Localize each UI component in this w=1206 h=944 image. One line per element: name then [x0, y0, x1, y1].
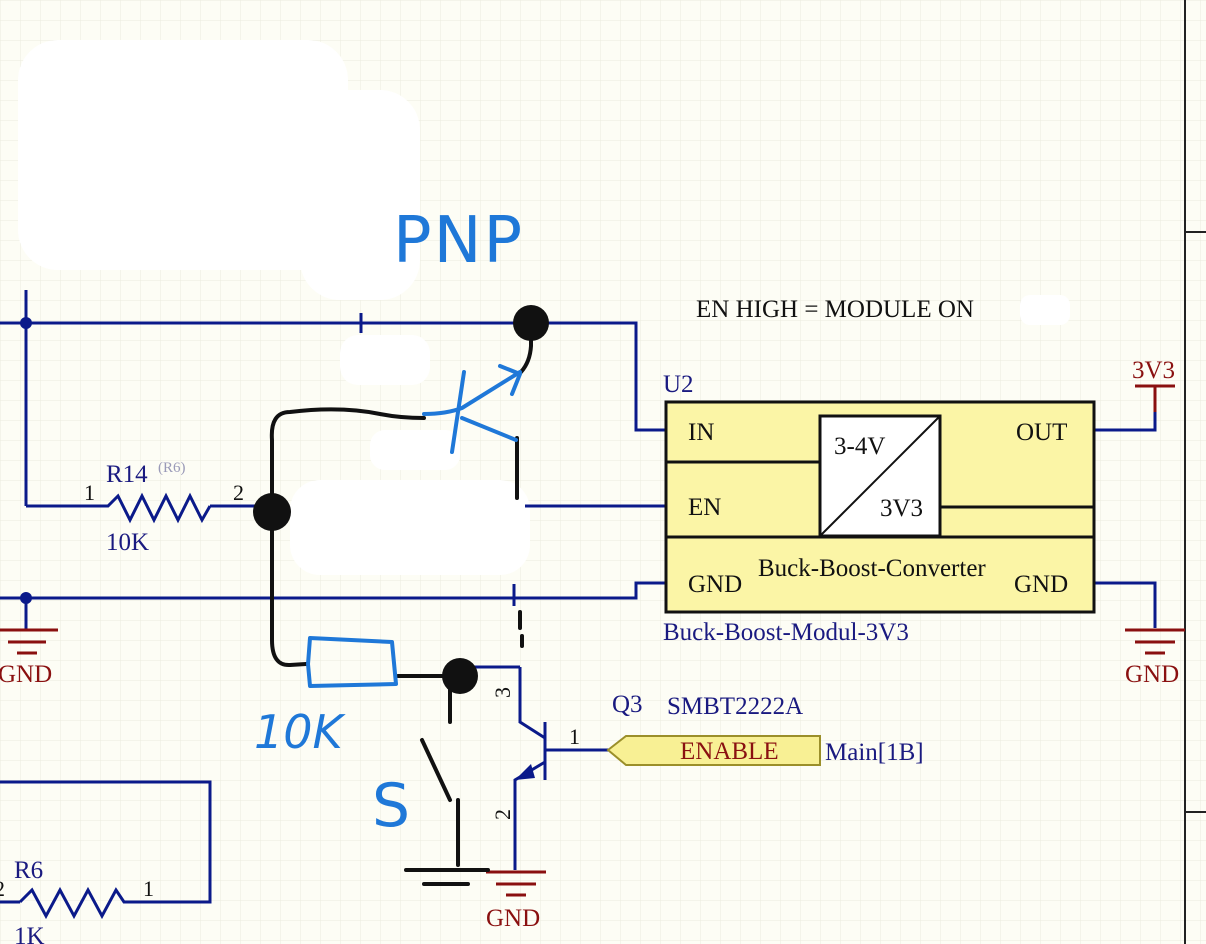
q3-collector-lead — [518, 667, 546, 740]
transistor-q3[interactable] — [513, 667, 547, 840]
hand-ground — [404, 868, 490, 886]
converter-out-voltage: 3V3 — [880, 495, 923, 522]
q3-pin3-number: 3 — [490, 687, 515, 698]
r6-zigzag — [18, 886, 178, 920]
hand-switch-lever — [420, 738, 452, 802]
r14-value: 10K — [106, 529, 149, 556]
junction-dot — [20, 317, 32, 329]
q3-emitter-arrow — [515, 764, 535, 780]
gnd-label-bottom: GND — [486, 905, 540, 932]
gnd-symbol-bottom[interactable] — [486, 870, 546, 897]
handdrawn-junctions — [253, 305, 549, 694]
resistor-r14[interactable]: R14 (R6) 1 2 10K — [58, 460, 244, 556]
r6-value: 1K — [14, 923, 45, 944]
redaction-mark — [18, 40, 1070, 575]
u2-pin-gnd-right: GND — [1014, 571, 1068, 598]
r14-pin1-number: 1 — [84, 480, 95, 505]
pnp-label: PNP — [393, 204, 524, 278]
gnd-right-wire — [1094, 581, 1157, 628]
q3-pin1-number: 1 — [569, 724, 580, 749]
enable-sheet-ref: Main[1B] — [825, 739, 924, 766]
enable-port-shape — [606, 735, 821, 766]
net-top-wire — [0, 321, 666, 432]
out-wire — [1094, 412, 1157, 432]
converter-in-voltage: 3-4V — [834, 433, 885, 460]
u2-designator: U2 — [663, 371, 694, 398]
gnd-symbol-left[interactable] — [0, 628, 58, 655]
r14-designator: R14 — [106, 461, 148, 488]
r6-box-wire — [0, 780, 212, 904]
annotation-note: EN HIGH = MODULE ON — [696, 296, 974, 323]
sheet-border — [1184, 0, 1206, 944]
resistor-r6[interactable]: R6 1 2 1K — [0, 857, 178, 944]
converter-diagonal — [819, 415, 941, 537]
r14-alt-designator: (R6) — [158, 460, 186, 476]
q3-part-number: SMBT2222A — [667, 693, 803, 720]
pnp-symbol — [422, 364, 522, 454]
r6-pin1-number: 1 — [143, 876, 154, 901]
hand-bottom-stub — [518, 610, 524, 648]
u2-module[interactable]: 3-4V 3V3 IN EN GND OUT GND Buck-Boost-Co… — [664, 400, 1096, 614]
hand-wire-top — [519, 321, 533, 374]
handdrawn-modification — [269, 321, 533, 886]
hand-junction-bottom — [442, 658, 478, 694]
u2-comment: Buck-Boost-Modul-3V3 — [663, 619, 909, 646]
hand-wire-pnp-base — [269, 407, 426, 514]
r6-designator: R6 — [14, 857, 43, 884]
resistor-value-label: 10K — [254, 705, 347, 759]
gnd-label-right: GND — [1125, 661, 1179, 688]
q3-designator: Q3 — [612, 691, 643, 718]
r14-zigzag — [58, 492, 212, 524]
u2-pin-en: EN — [688, 494, 721, 521]
gnd-symbol-right[interactable] — [1125, 628, 1185, 655]
switch-label: S — [372, 771, 410, 841]
power-3v3-label: 3V3 — [1132, 357, 1175, 384]
r14-pin2-number: 2 — [233, 480, 244, 505]
gnd-net-wire — [0, 581, 666, 600]
handdrawn-pnp — [422, 364, 522, 454]
enable-port-label: ENABLE — [680, 738, 779, 765]
junctions — [20, 317, 32, 604]
hand-wire-down — [270, 510, 308, 668]
u2-inner-label: Buck-Boost-Converter — [758, 555, 986, 582]
hand-junction-top — [513, 305, 549, 341]
r6-pin2-number: 2 — [0, 876, 5, 901]
q3-pin2-number: 2 — [490, 809, 515, 820]
enable-port[interactable]: ENABLE — [606, 735, 821, 766]
resistor-drawing — [306, 636, 398, 688]
u2-pin-out: OUT — [1016, 419, 1067, 446]
power-3v3-symbol[interactable] — [1135, 384, 1175, 412]
gnd-label-left: GND — [0, 661, 52, 688]
junction-dot — [20, 592, 32, 604]
u2-pin-in: IN — [688, 419, 714, 446]
u2-pin-gnd-left: GND — [688, 571, 742, 598]
hand-junction-mid — [253, 493, 291, 531]
